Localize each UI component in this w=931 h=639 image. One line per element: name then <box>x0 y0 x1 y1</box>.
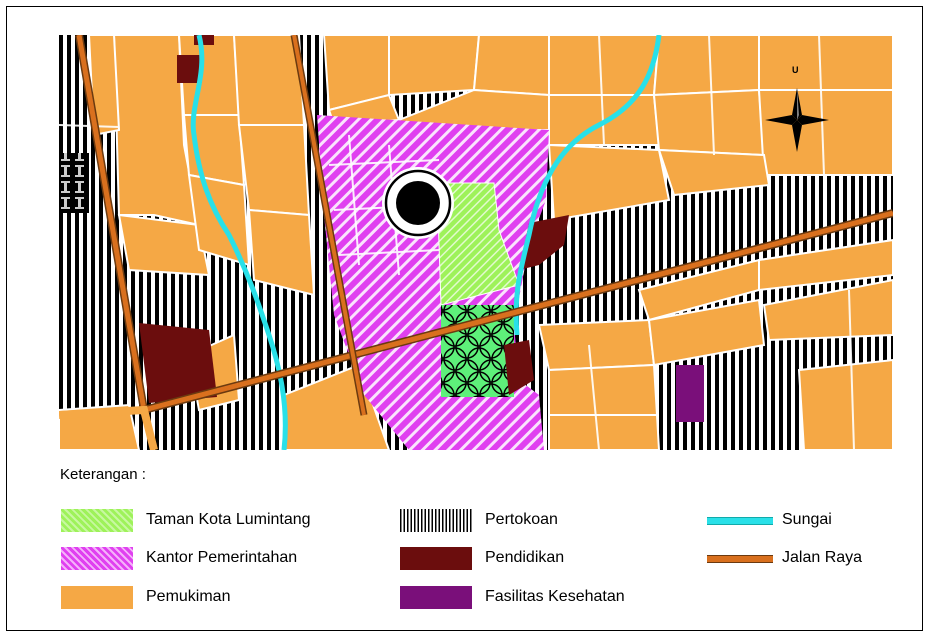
legend-swatch-settlement <box>61 586 133 609</box>
legend-label-river: Sungai <box>782 511 832 528</box>
legend-swatch-government <box>61 547 133 570</box>
legend-swatch-road <box>707 555 773 563</box>
park-zone <box>436 182 520 306</box>
landmark-monument <box>382 167 454 239</box>
settlement-zones <box>59 35 893 450</box>
river-east <box>513 35 662 336</box>
legend-label-park: Taman Kota Lumintang <box>146 511 311 528</box>
legend-swatch-health <box>400 586 472 609</box>
legend-swatch-park <box>61 509 133 532</box>
compass-north-label: U <box>792 65 799 75</box>
legend-label-settlement: Pemukiman <box>146 588 231 605</box>
legend-label-education: Pendidikan <box>485 549 565 566</box>
map-canvas <box>59 35 893 450</box>
compass-icon <box>765 88 829 152</box>
legend-label-road: Jalan Raya <box>782 549 863 566</box>
legend-label-health: Fasilitas Kesehatan <box>485 588 625 605</box>
main-road <box>59 35 893 450</box>
legend-swatch-river <box>707 517 773 525</box>
health-facility <box>676 365 704 422</box>
legend-label-commercial: Pertokoan <box>485 511 558 528</box>
legend-title: Keterangan : <box>60 466 146 483</box>
industrial-block <box>59 153 89 213</box>
river <box>190 35 288 450</box>
legend-label-government: Kantor Pemerintahan <box>146 549 298 566</box>
land-use-map: U <box>59 35 893 450</box>
legend-swatch-education <box>400 547 472 570</box>
legend-swatch-commercial <box>400 509 472 532</box>
